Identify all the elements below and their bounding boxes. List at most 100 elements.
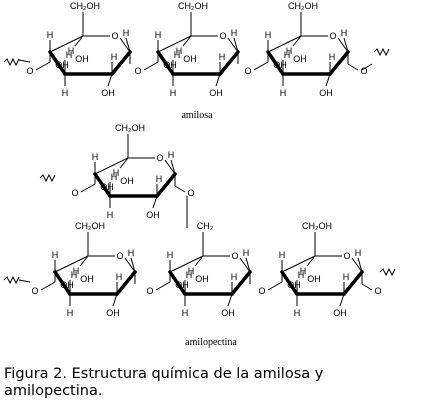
- bond-line: [157, 35, 192, 53]
- hydrogen-atom: H: [243, 248, 250, 258]
- bond-line: [306, 255, 316, 267]
- hydrogen-atom: H: [174, 50, 181, 60]
- bond-front: [155, 172, 177, 198]
- bond-line: [281, 255, 316, 273]
- hydrogen-atom: H: [116, 272, 123, 282]
- hydroxyl-group: OH: [106, 308, 120, 318]
- hydrogen-atom: H: [231, 272, 238, 282]
- hydrogen-atom: H: [168, 150, 175, 160]
- hydrogen-atom: H: [341, 28, 348, 38]
- glycosidic-oxygen: O: [26, 66, 33, 76]
- bond-line: [343, 37, 349, 53]
- glycosidic-oxygen: O: [71, 188, 78, 198]
- bond-line: [74, 35, 84, 47]
- chain-end-wavy: [3, 275, 20, 285]
- hydroxyl-group: OH: [183, 54, 197, 64]
- hydrogen-atom: H: [176, 46, 183, 56]
- bond-line: [164, 159, 176, 175]
- bond-line: [112, 293, 118, 307]
- hydrogen-atom: H: [186, 270, 193, 280]
- figure-caption: Figura 2. Estructura química de la amilo…: [4, 366, 324, 399]
- bond-line: [130, 257, 136, 273]
- bond-line: [325, 73, 331, 87]
- amylopectin-label: amilopectina: [185, 337, 237, 348]
- hydroxyl-group: OH: [209, 88, 223, 98]
- chain-end-wavy: [39, 173, 56, 183]
- hydroxyl-group: OH: [293, 54, 307, 64]
- bond-front: [328, 50, 350, 76]
- bond-front: [93, 172, 112, 198]
- glycosidic-oxygen: O: [31, 286, 38, 296]
- hydrogen-atom: H: [300, 266, 307, 276]
- bond-line: [107, 73, 113, 87]
- hydroxyl-group: OH: [195, 274, 209, 284]
- bond-line: [357, 257, 363, 273]
- hydrogen-atom: H: [279, 250, 286, 260]
- hydroxyl-group: OH: [101, 88, 115, 98]
- bond-line: [125, 37, 131, 53]
- hydrogen-atom: H: [355, 248, 362, 258]
- bond-line: [152, 195, 158, 209]
- hydroxyl-group: OH: [175, 280, 189, 290]
- bond-line: [337, 37, 349, 53]
- hydroxyl-group: OH: [80, 274, 94, 284]
- bond-line: [351, 257, 363, 273]
- bond-front: [280, 270, 299, 296]
- hydrogen-atom: H: [156, 174, 163, 184]
- bond-line: [35, 61, 51, 71]
- bond-front: [342, 270, 364, 296]
- hydrogen-atom: H: [123, 28, 130, 38]
- hydrogen-atom: H: [62, 88, 69, 98]
- bond-line: [253, 61, 269, 71]
- bond-line: [119, 37, 131, 53]
- bond-front: [110, 50, 132, 76]
- hydrogen-atom: H: [284, 50, 291, 60]
- hydrogen-atom: H: [71, 270, 78, 280]
- bond-line: [215, 73, 221, 87]
- glycosidic-oxygen: O: [187, 188, 194, 198]
- bond-line: [233, 37, 239, 53]
- hydrogen-atom: H: [111, 52, 118, 62]
- ring-oxygen: O: [116, 251, 123, 261]
- bond-line: [143, 61, 159, 71]
- hydrogen-atom: H: [167, 250, 174, 260]
- hydroxyl-group: OH: [273, 60, 287, 70]
- hydrogen-atom: H: [128, 248, 135, 258]
- bond-line: [40, 281, 56, 291]
- hydrogen-atom: H: [286, 46, 293, 56]
- ch2oh-group: CH₂OH: [75, 221, 105, 231]
- hydroxyl-group: OH: [287, 280, 301, 290]
- ring-oxygen: O: [231, 251, 238, 261]
- hydroxyl-group: OH: [319, 88, 333, 98]
- bond-line: [267, 281, 283, 291]
- bond-line: [194, 255, 204, 267]
- hydroxyl-group: OH: [163, 60, 177, 70]
- ring-oxygen: O: [219, 31, 226, 41]
- bond-line: [170, 159, 176, 175]
- hydrogen-atom: H: [67, 308, 74, 318]
- bond-line: [361, 283, 373, 291]
- bond-line: [347, 63, 359, 71]
- hydroxyl-group: OH: [55, 60, 69, 70]
- hydrogen-atom: H: [92, 152, 99, 162]
- hydrogen-atom: H: [188, 266, 195, 276]
- bond-line: [182, 35, 192, 47]
- bond-line: [54, 255, 89, 273]
- hydrogen-atom: H: [73, 266, 80, 276]
- ring-oxygen: O: [111, 31, 118, 41]
- glycosidic-oxygen: O: [374, 286, 381, 296]
- bond-line: [79, 255, 89, 267]
- hydrogen-atom: H: [280, 88, 287, 98]
- bond-front: [266, 50, 285, 76]
- bond-line: [361, 63, 373, 71]
- bond-line: [18, 59, 31, 63]
- hydroxyl-group: OH: [333, 308, 347, 318]
- bond-front: [230, 270, 252, 296]
- ch2oh-group: CH₂OH: [70, 1, 100, 11]
- bond-front: [115, 270, 137, 296]
- chain-end-wavy: [379, 267, 396, 277]
- glycosidic-oxygen: O: [258, 286, 265, 296]
- hydrogen-atom: H: [298, 270, 305, 280]
- ring-oxygen: O: [329, 31, 336, 41]
